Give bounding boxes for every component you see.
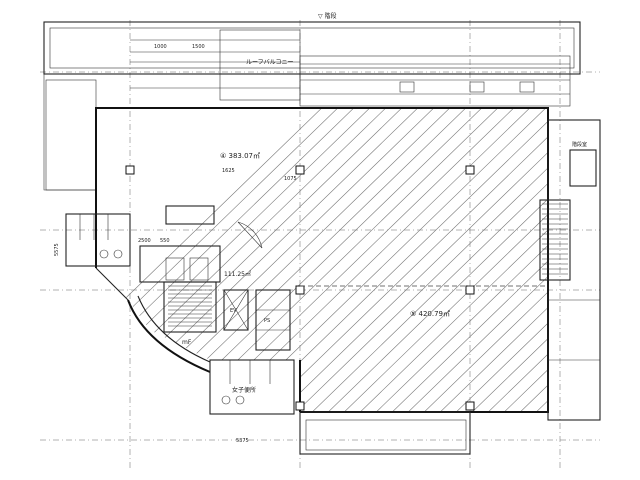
building-core (65, 205, 295, 415)
stair-right-label: 階段室 (572, 141, 587, 148)
main-walls (95, 107, 549, 413)
right-stair (539, 119, 601, 421)
columns (125, 165, 475, 411)
dim-mid-b: 1075 (284, 176, 297, 182)
ps-label: PS (264, 318, 270, 324)
top-note: ▽ 階段 (318, 12, 337, 20)
balcony-label: ルーフバルコニー (246, 59, 294, 66)
bottom-strip (299, 411, 471, 455)
dim-top-b: 1500 (192, 44, 205, 50)
ev-label: EV (230, 308, 237, 314)
dim-mid-a: 1625 (222, 168, 235, 174)
grid-lines (40, 20, 600, 470)
dim-bottom: 5375 (236, 438, 249, 444)
area-label-core: 111.25㎡ (224, 270, 251, 278)
area-label-5: ⑤ 420.79㎡ (410, 310, 450, 318)
area-label-4: ④ 383.07㎡ (220, 152, 260, 160)
dim-top-a: 1000 (154, 44, 167, 50)
dim-left: 5575 (54, 243, 60, 256)
women-wc-label: 女子便所 (232, 386, 256, 394)
dim-room-a: 2500 (138, 238, 151, 244)
mf-label: mF (182, 339, 192, 346)
dim-room-b: 550 (160, 238, 170, 244)
balcony-strip (43, 21, 581, 191)
